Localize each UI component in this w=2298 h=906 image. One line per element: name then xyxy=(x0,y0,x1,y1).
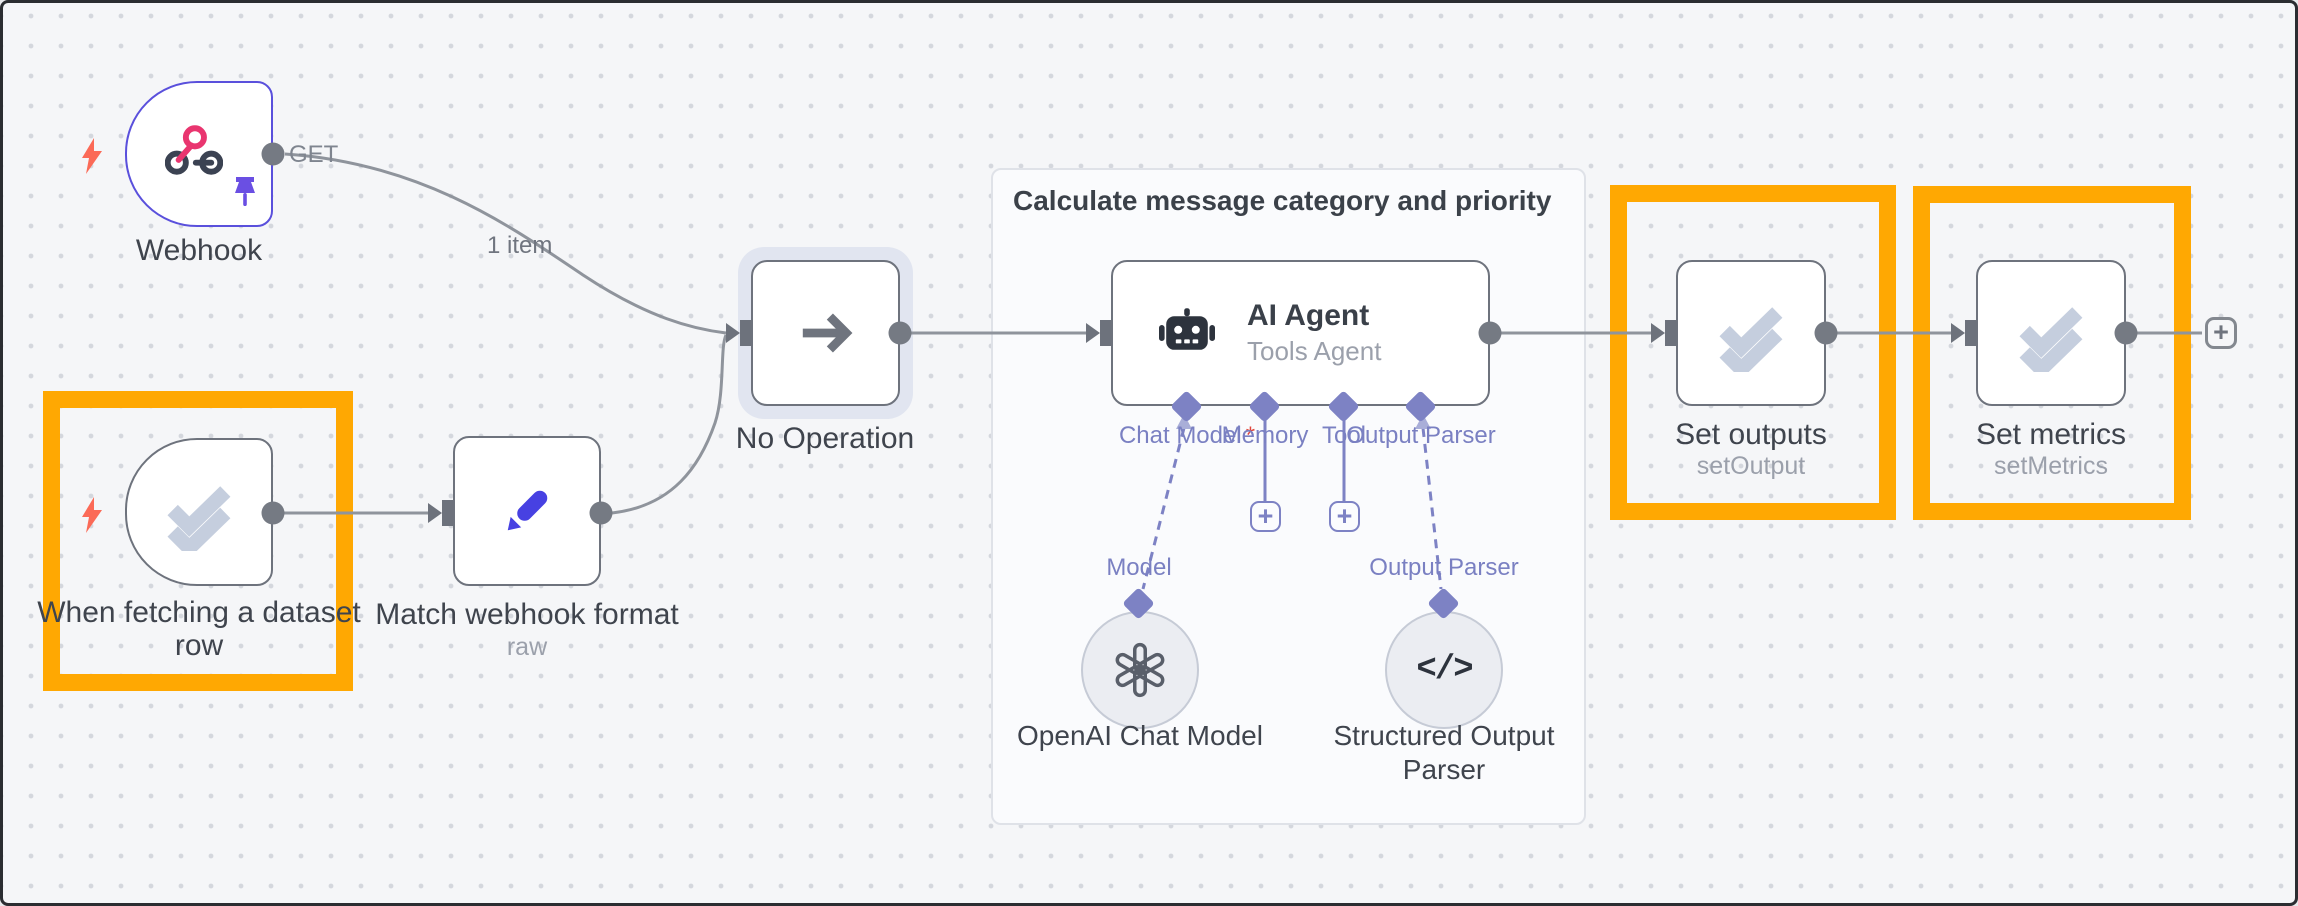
openai-logo-icon xyxy=(1115,642,1165,698)
webhook-icon xyxy=(165,125,223,175)
add-tool-button[interactable]: + xyxy=(1329,501,1360,532)
node-subtitle-match: raw xyxy=(506,633,548,661)
node-label-noop: No Operation xyxy=(735,422,915,455)
node-structured-output-parser[interactable]: </> xyxy=(1385,611,1503,729)
required-asterisk: * xyxy=(1245,422,1256,449)
label-line2: row xyxy=(174,629,224,662)
node-webhook[interactable] xyxy=(125,81,273,227)
label-line1: Structured Output xyxy=(1333,720,1555,751)
port-label-model: Model xyxy=(1106,554,1172,581)
agent-text-block: AI Agent Tools Agent xyxy=(1247,299,1381,367)
port-label-sop-output-parser: Output Parser xyxy=(1369,554,1519,581)
node-set-metrics[interactable] xyxy=(1976,260,2126,406)
code-icon: </> xyxy=(1416,651,1473,689)
node-set-outputs[interactable] xyxy=(1676,260,1826,406)
agent-subtitle: Tools Agent xyxy=(1247,336,1382,366)
node-ai-agent[interactable]: AI Agent Tools Agent xyxy=(1111,260,1490,406)
double-check-icon xyxy=(2019,307,2083,372)
trigger-bolt-icon-webhook xyxy=(82,138,102,174)
robot-icon xyxy=(1159,308,1215,350)
node-label-setoutputs: Set outputs xyxy=(1675,418,1827,451)
pin-icon xyxy=(235,177,255,206)
trigger-bolt-icon-whenfetch xyxy=(82,497,102,533)
node-label-setmetrics: Set metrics xyxy=(1975,418,2127,451)
highlight-box-when-fetching xyxy=(43,391,353,691)
edit-pencil-icon xyxy=(507,490,548,531)
node-subtitle-setmetrics: setMetrics xyxy=(1994,452,2108,480)
double-check-icon xyxy=(1719,307,1783,372)
add-memory-button[interactable]: + xyxy=(1250,501,1281,532)
node-label-webhook: Webhook xyxy=(135,234,263,267)
node-when-fetching-dataset-row[interactable] xyxy=(125,438,273,586)
input-connector-match[interactable] xyxy=(428,500,454,526)
node-subtitle-setoutputs: setOutput xyxy=(1696,452,1806,480)
node-label-openai: OpenAI Chat Model xyxy=(1017,720,1263,751)
add-node-button[interactable]: + xyxy=(2205,317,2237,349)
label-line2: Parser xyxy=(1402,754,1486,785)
node-match-webhook-format[interactable] xyxy=(453,436,601,586)
highlight-box-set-metrics xyxy=(1913,186,2191,520)
label-line1: When fetching a dataset xyxy=(37,596,361,629)
arrow-right-icon xyxy=(802,313,852,353)
agent-title: AI Agent xyxy=(1247,299,1370,332)
node-no-operation[interactable] xyxy=(751,260,900,406)
highlight-box-set-outputs xyxy=(1610,185,1896,520)
node-openai-chat-model[interactable] xyxy=(1081,611,1199,729)
group-title: Calculate message category and priority xyxy=(1013,185,1552,216)
node-label-match: Match webhook format xyxy=(375,598,679,631)
port-label-output-parser: Output Parser xyxy=(1346,422,1496,449)
output-label-get: GET xyxy=(289,141,339,168)
edge-items-label: 1 item xyxy=(487,232,553,259)
double-check-icon xyxy=(167,486,231,551)
